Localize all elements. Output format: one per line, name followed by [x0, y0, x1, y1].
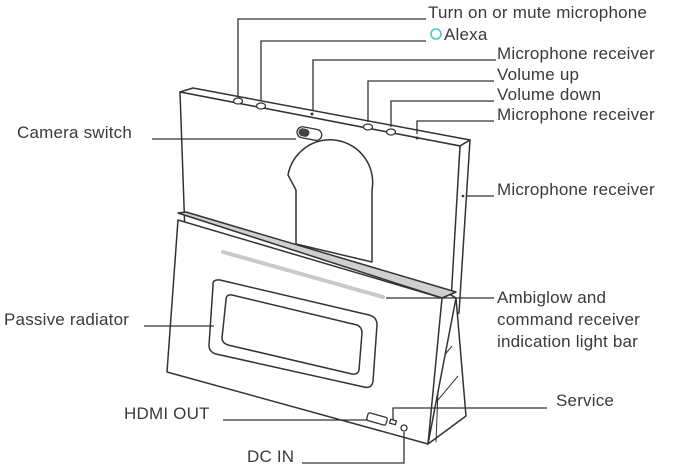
label-dc-in: DC IN [247, 447, 294, 466]
volume-down-button [385, 128, 397, 136]
leader-turn-on-mute [237, 18, 426, 96]
mic-hole-1 [310, 112, 314, 116]
label-ambiglow-2: command receiver [497, 310, 640, 329]
label-ambiglow-1: Ambiglow and [497, 288, 606, 307]
alexa-button [255, 102, 267, 110]
stand-top [177, 211, 457, 299]
leader-service [392, 407, 547, 420]
passive-radiator-inner [221, 294, 363, 375]
leader-dc-in [302, 432, 405, 464]
label-volume-up: Volume up [497, 65, 579, 84]
leader-volume-up [367, 80, 494, 122]
label-mic-receiver-1: Microphone receiver [497, 44, 655, 63]
hinge-arm [287, 139, 374, 263]
label-passive-radiator: Passive radiator [4, 310, 129, 329]
label-camera-switch: Camera switch [17, 123, 132, 142]
volume-up-button [362, 123, 374, 131]
label-mic-receiver-2: Microphone receiver [497, 105, 655, 124]
label-volume-down: Volume down [497, 85, 601, 104]
mic-mute-button [232, 97, 244, 105]
dc-in-port [400, 424, 408, 432]
leader-volume-down [390, 100, 494, 127]
ambiglow-light-bar [221, 250, 385, 299]
leader-alexa [260, 40, 426, 101]
label-hdmi-out: HDMI OUT [124, 404, 210, 423]
label-alexa: Alexa [444, 25, 488, 44]
label-mic-receiver-3: Microphone receiver [497, 180, 655, 199]
mic-hole-2 [415, 136, 419, 140]
label-turn-on-mute: Turn on or mute microphone [428, 3, 647, 22]
leader-lines [144, 18, 547, 464]
leader-mic-2 [416, 120, 494, 134]
stand [166, 211, 467, 445]
camera-switch-knob [298, 128, 310, 137]
hdmi-port [366, 412, 388, 426]
service-port [388, 418, 398, 426]
label-service: Service [556, 391, 614, 410]
labels: Turn on or mute microphone Alexa Microph… [4, 3, 655, 466]
alexa-ring-icon [430, 28, 442, 40]
leader-mic-1 [312, 59, 496, 110]
label-ambiglow-3: indication light bar [497, 332, 638, 351]
mic-hole-3 [461, 194, 465, 198]
